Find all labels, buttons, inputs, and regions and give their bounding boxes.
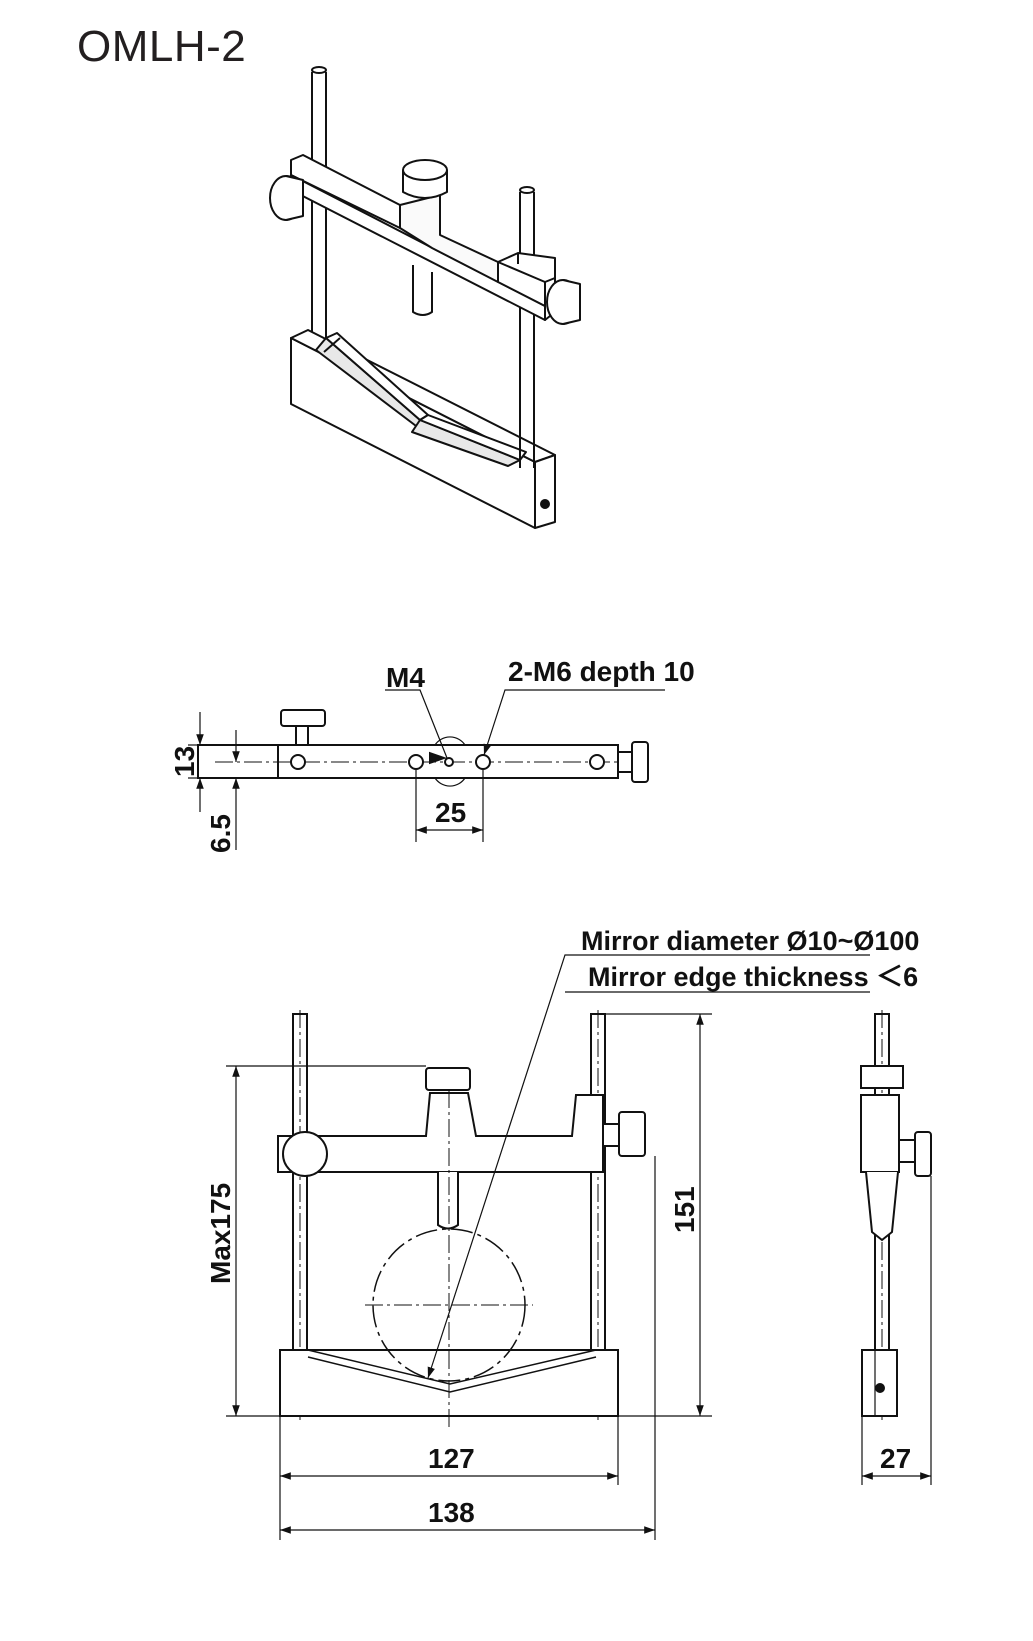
top-view [188,689,665,850]
dim-inner-width: 127 [428,1443,475,1474]
dim-height-13: 13 [169,746,200,777]
isometric-view [269,66,581,529]
note-mirror-edge-thickness: Mirror edge thickness ＜6 [588,962,918,992]
dim-offset-6-5: 6.5 [205,814,236,853]
note-mirror-diameter: Mirror diameter Ø10~Ø100 [581,926,919,956]
callout-m6-threads: 2-M6 depth 10 [508,656,695,687]
callout-m4: M4 [386,662,425,693]
dim-spacing-25: 25 [435,797,466,828]
dim-depth-27: 27 [880,1443,911,1474]
side-view [860,1010,932,1485]
front-view [226,954,870,1540]
dim-max-height: Max175 [205,1183,236,1284]
dim-rod-height: 151 [669,1186,700,1233]
dim-outer-width: 138 [428,1497,475,1528]
model-title: OMLH-2 [77,22,247,71]
